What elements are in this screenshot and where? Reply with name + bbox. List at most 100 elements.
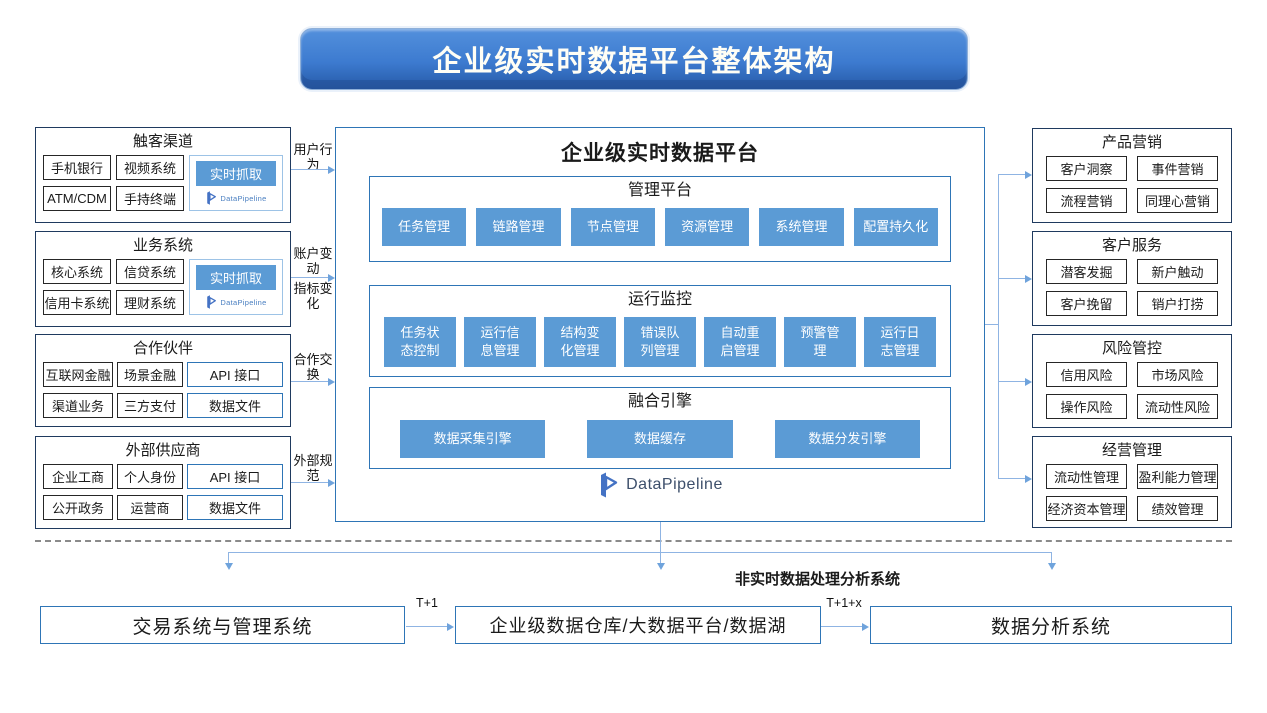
channel-box: 数据文件: [187, 495, 283, 520]
arrow-right-icon: [328, 478, 335, 487]
flow-line: [228, 552, 1051, 553]
chip: 预警管理: [784, 317, 856, 367]
flow-trunk-line: [998, 174, 999, 479]
item-box: 销户打捞: [1137, 291, 1218, 316]
flow-line: [998, 174, 1026, 175]
flow-line: [291, 482, 329, 483]
flow-line: [821, 626, 863, 627]
dashed-divider: [35, 540, 1232, 542]
datapipeline-logo-icon: [601, 472, 618, 498]
item-box: 场景金融: [117, 362, 183, 387]
chip: 数据分发引擎: [774, 420, 920, 458]
chip: 数据采集引擎: [400, 420, 546, 458]
system-box-transaction: 交易系统与管理系统: [40, 606, 405, 644]
datapipeline-logo-text: DataPipeline: [220, 297, 267, 307]
arrow-right-icon: [1025, 170, 1032, 179]
section-management-platform: 管理平台 任务管理 链路管理 节点管理 资源管理 系统管理 配置持久化: [369, 176, 951, 262]
flow-line: [998, 478, 1026, 479]
item-box: 流程营销: [1046, 188, 1127, 213]
item-box: 潜客发掘: [1046, 259, 1127, 284]
section-title: 融合引擎: [627, 393, 692, 410]
non-realtime-section-label: 非实时数据处理分析系统: [735, 571, 901, 588]
arrow-right-icon: [328, 377, 335, 386]
datapipeline-mini-logo: DataPipeline: [205, 191, 266, 205]
section-title: 运行监控: [627, 291, 692, 308]
group-body: 手机银行 视频系统 ATM/CDM 手持终端 实时抓取 DataPipeline: [36, 152, 290, 219]
group-body: 企业工商 个人身份 API 接口 公开政务 运营商 数据文件: [36, 461, 290, 528]
item-box: 绩效管理: [1137, 496, 1218, 521]
flow-label-indicator-change: 指标变化: [293, 281, 333, 311]
item-box: 客户挽留: [1046, 291, 1127, 316]
arrow-right-icon: [1025, 377, 1032, 386]
group-title: 外部供应商: [125, 442, 201, 459]
group-operation-management: 经营管理 流动性管理 盈利能力管理 经济资本管理 绩效管理: [1032, 436, 1232, 528]
realtime-capture-box: 实时抓取 DataPipeline: [189, 155, 283, 211]
group-body: 客户洞察 事件营销 流程营销 同理心营销: [1033, 153, 1231, 221]
item-box: 盈利能力管理: [1137, 464, 1218, 489]
item-box: ATM/CDM: [43, 186, 111, 211]
flow-line: [998, 381, 1026, 382]
item-box: 事件营销: [1137, 156, 1218, 181]
system-box-data-warehouse: 企业级数据仓库/大数据平台/数据湖: [455, 606, 821, 644]
item-box: 流动性风险: [1137, 394, 1218, 419]
flow-line: [985, 324, 998, 325]
flow-label-external-spec: 外部规范: [293, 453, 333, 483]
section-title: 管理平台: [627, 182, 692, 199]
group-title: 客户服务: [1101, 237, 1162, 254]
chip: 系统管理: [759, 208, 844, 246]
arrow-down-icon: [656, 563, 665, 570]
item-box: 流动性管理: [1046, 464, 1127, 489]
item-box: 客户洞察: [1046, 156, 1127, 181]
arrow-right-icon: [1025, 474, 1032, 483]
datapipeline-logo-text: DataPipeline: [220, 193, 267, 203]
item-box: 信用卡系统: [43, 290, 111, 315]
datapipeline-logo-text: DataPipeline: [626, 476, 723, 493]
section-fusion-engine: 融合引擎 数据采集引擎 数据缓存 数据分发引擎: [369, 387, 951, 469]
item-box: 经济资本管理: [1046, 496, 1127, 521]
chip: 运行日志管理: [864, 317, 936, 367]
item-box: 信贷系统: [116, 259, 184, 284]
flow-line: [228, 552, 229, 564]
diagram-title: 企业级实时数据平台整体架构: [432, 46, 836, 78]
group-body: 互联网金融 场景金融 API 接口 渠道业务 三方支付 数据文件: [36, 359, 290, 426]
item-box: 核心系统: [43, 259, 111, 284]
datapipeline-mini-logo: DataPipeline: [205, 295, 266, 309]
channel-box: API 接口: [187, 362, 283, 387]
item-box: 信用风险: [1046, 362, 1127, 387]
platform-title: 企业级实时数据平台: [561, 142, 759, 165]
datapipeline-logo: DataPipeline: [336, 472, 984, 498]
flow-label-t1: T+1: [416, 596, 438, 610]
chip: 资源管理: [664, 208, 750, 246]
item-box: 运营商: [117, 495, 183, 520]
item-box: 企业工商: [43, 464, 113, 489]
flow-label-t1x: T+1+x: [826, 596, 862, 610]
flow-line: [660, 522, 661, 564]
flow-line: [998, 278, 1026, 279]
group-partners: 合作伙伴 互联网金融 场景金融 API 接口 渠道业务 三方支付 数据文件: [35, 334, 291, 427]
flow-label-user-behavior: 用户行为: [293, 142, 333, 172]
item-box: 互联网金融: [43, 362, 113, 387]
group-external-providers: 外部供应商 企业工商 个人身份 API 接口 公开政务 运营商 数据文件: [35, 436, 291, 529]
chip: 链路管理: [476, 208, 561, 246]
chip-row: 任务管理 链路管理 节点管理 资源管理 系统管理 配置持久化: [382, 208, 938, 246]
chip-row: 数据采集引擎 数据缓存 数据分发引擎: [400, 420, 920, 458]
chip: 数据缓存: [587, 420, 733, 458]
datapipeline-logo-icon: [207, 295, 217, 309]
realtime-data-platform: 企业级实时数据平台 管理平台 任务管理 链路管理 节点管理 资源管理 系统管理 …: [335, 127, 985, 522]
group-risk-control: 风险管控 信用风险 市场风险 操作风险 流动性风险: [1032, 334, 1232, 428]
chip: 任务管理: [382, 208, 467, 246]
chip: 配置持久化: [853, 208, 938, 246]
item-box: 视频系统: [116, 155, 184, 180]
item-box: 个人身份: [117, 464, 183, 489]
group-touch-channels: 触客渠道 手机银行 视频系统 ATM/CDM 手持终端 实时抓取 DataPip…: [35, 127, 291, 223]
chip: 自动重启管理: [704, 317, 776, 367]
item-box: 手机银行: [43, 155, 111, 180]
realtime-capture-box: 实时抓取 DataPipeline: [189, 259, 283, 315]
chip: 运行信息管理: [464, 317, 536, 367]
flow-label-account-change: 账户变动: [293, 246, 333, 276]
item-box: 公开政务: [43, 495, 113, 520]
items-grid: 核心系统 信贷系统 信用卡系统 理财系统: [43, 259, 184, 315]
group-title: 经营管理: [1101, 442, 1162, 459]
item-box: 理财系统: [116, 290, 184, 315]
